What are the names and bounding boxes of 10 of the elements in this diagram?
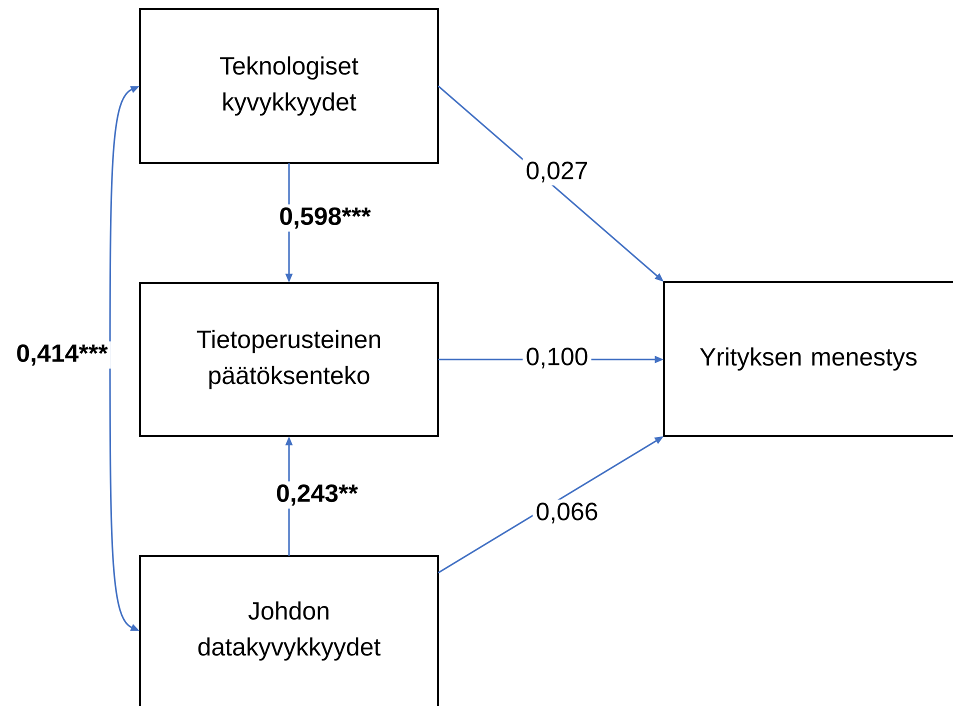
edge-label: 0,066 <box>532 500 602 526</box>
edge-label: 0,027 <box>522 158 592 186</box>
edge-label: 0,243** <box>273 481 362 509</box>
edge-label: 0,100 <box>522 344 592 372</box>
edge-label: 0,414*** <box>13 341 111 369</box>
edge-label: 0,598*** <box>276 204 374 232</box>
process-box: Teknologiset kyvykkyydet <box>139 8 439 164</box>
process-box: Tietoperusteinen päätöksenteko <box>139 282 439 437</box>
process-box: Yrityksen menestys <box>663 281 953 437</box>
process-box: Johdon datakyvykkyydet <box>139 555 439 706</box>
